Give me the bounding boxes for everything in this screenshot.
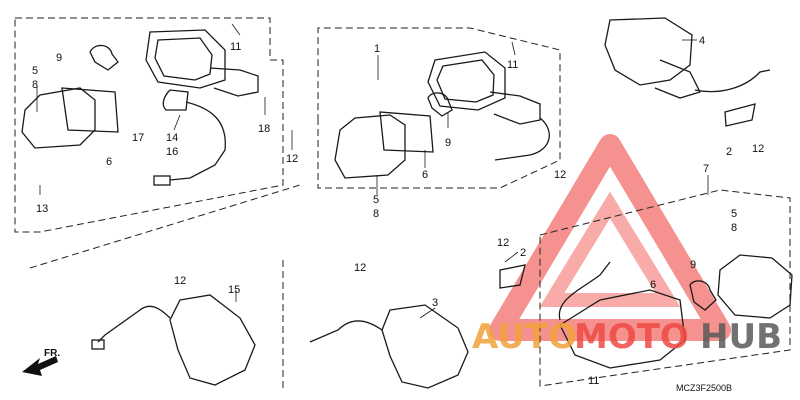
label-part-12c: 12 (752, 143, 764, 155)
label-part-12d: 12 (497, 237, 509, 249)
assembly-bottom-left (91, 294, 256, 386)
watermark-auto: AUTO (472, 317, 577, 357)
label-part-12f: 12 (354, 262, 366, 274)
assembly-left-top (21, 29, 259, 186)
label-part-12e: 12 (174, 275, 186, 287)
label-part-8a: 8 (32, 79, 38, 91)
label-part-9b: 9 (445, 137, 451, 149)
label-part-9c: 9 (690, 259, 696, 271)
label-part-17: 17 (132, 132, 144, 144)
watermark-logo (489, 134, 731, 341)
label-part-12a: 12 (286, 153, 298, 165)
label-part-1: 1 (374, 43, 380, 55)
label-part-11b: 11 (507, 59, 518, 71)
label-part-7: 7 (703, 163, 709, 175)
assembly-top-right (604, 17, 771, 127)
label-part-16: 16 (166, 146, 178, 158)
assembly-bottom-middle (309, 304, 469, 389)
label-part-11a: 11 (230, 41, 241, 53)
label-part-6b: 6 (422, 169, 428, 181)
direction-label: FR. (44, 348, 60, 359)
label-part-15: 15 (228, 284, 240, 296)
label-part-2b: 2 (726, 146, 732, 158)
assembly-bottom-right (499, 254, 793, 369)
direction-indicator: FR. (22, 348, 60, 376)
assembly-middle-top (334, 51, 550, 179)
label-part-14: 14 (166, 132, 178, 144)
label-part-18: 18 (258, 123, 270, 135)
watermark-text: AUTO MOTO HUB (472, 317, 782, 357)
label-part-8b: 8 (373, 208, 379, 220)
label-part-3: 3 (432, 297, 438, 309)
label-part-12b: 12 (554, 169, 566, 181)
label-part-9a: 9 (56, 52, 62, 64)
label-part-5c: 5 (731, 208, 737, 220)
label-part-11c: 11 (588, 375, 599, 387)
label-part-4: 4 (699, 35, 705, 47)
label-part-6c: 6 (650, 279, 656, 291)
leader-lines (36, 23, 709, 319)
label-part-5b: 5 (373, 194, 379, 206)
label-part-2: 2 (520, 247, 526, 259)
part-labels: 1 2 2 3 4 5 8 5 8 5 8 6 6 6 7 9 9 9 11 1… (32, 35, 764, 387)
watermark-hub: HUB (700, 317, 782, 357)
label-part-5a: 5 (32, 65, 38, 77)
diagram-code: MCZ3F2500B (676, 383, 732, 393)
label-part-8c: 8 (731, 222, 737, 234)
label-part-13: 13 (36, 203, 48, 215)
label-part-6a: 6 (106, 156, 112, 168)
group-outlines (14, 17, 791, 392)
watermark-moto: MOTO (574, 317, 689, 357)
